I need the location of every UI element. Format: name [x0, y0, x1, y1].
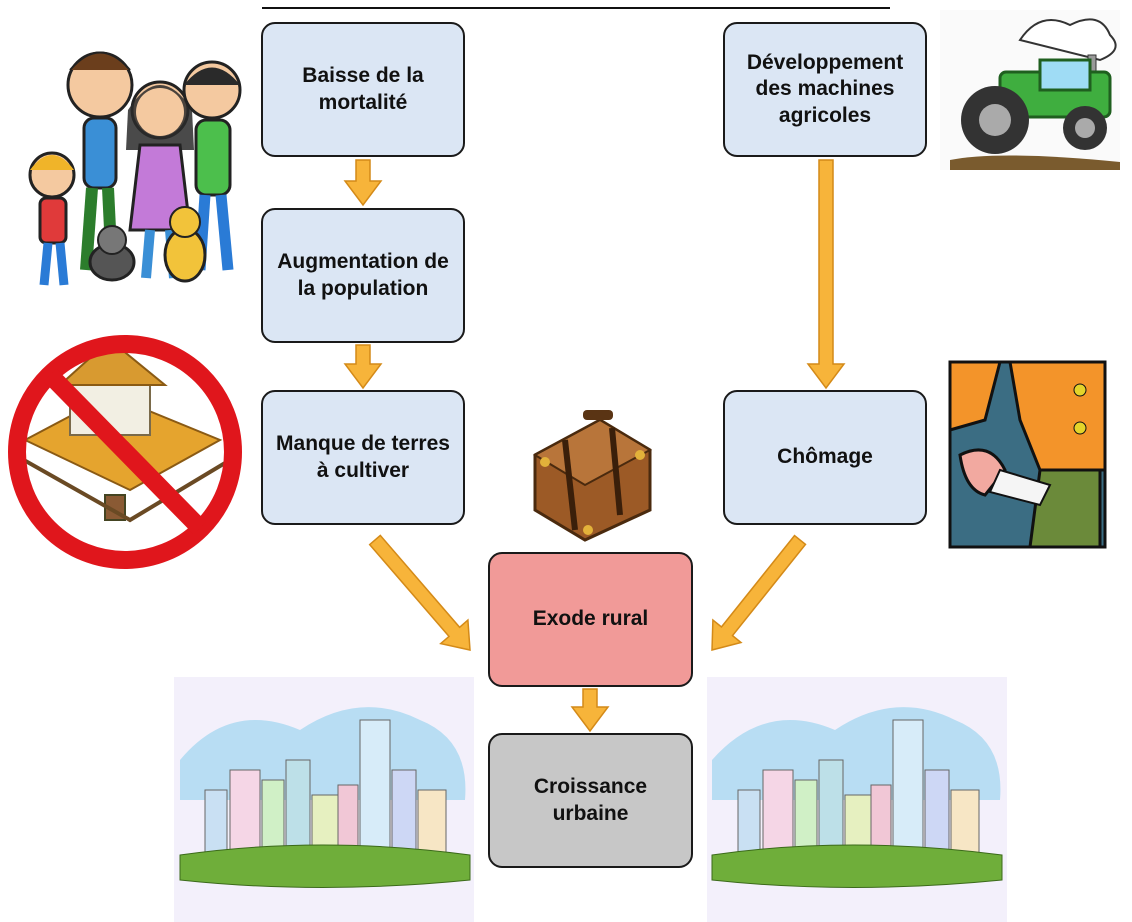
family-illustration: [28, 51, 242, 286]
no-house-illustration: [8, 335, 242, 569]
node-baisse-mortalite: Baisse de la mortalité: [261, 22, 465, 157]
node-manque-terres: Manque de terres à cultiver: [261, 390, 465, 525]
node-label: Croissance urbaine: [533, 775, 648, 825]
unemployment-illustration: [948, 360, 1107, 549]
node-label: Baisse de la mortalité: [302, 64, 424, 114]
arrow-augmentation-to-manque: [343, 344, 383, 390]
node-label: Manque de terres à cultiver: [276, 432, 450, 482]
node-augmentation-population: Augmentation de la population: [261, 208, 465, 343]
city-skyline-left: [174, 677, 474, 922]
node-developpement-machines: Développement des machines agricoles: [723, 22, 927, 157]
node-croissance-urbaine: Croissance urbaine: [488, 733, 693, 868]
tractor-illustration: [940, 10, 1120, 170]
node-label: Développement des machines agricoles: [746, 51, 904, 127]
city-skyline-right: [707, 677, 1007, 922]
arrow-chomage-to-exode: [711, 534, 807, 651]
node-exode-rural: Exode rural: [488, 552, 693, 687]
arrow-developpement-to-chomage: [806, 159, 846, 390]
arrow-manque-to-exode: [368, 534, 471, 651]
arrow-exode-to-croissance: [570, 688, 610, 733]
suitcase-illustration: [532, 410, 653, 542]
node-label: Augmentation de la population: [277, 250, 449, 300]
header-rule: [262, 7, 890, 9]
node-chomage: Chômage: [723, 390, 927, 525]
node-label: Chômage: [777, 445, 873, 469]
node-label: Exode rural: [532, 607, 649, 631]
arrow-baisse-to-augmentation: [343, 159, 383, 207]
